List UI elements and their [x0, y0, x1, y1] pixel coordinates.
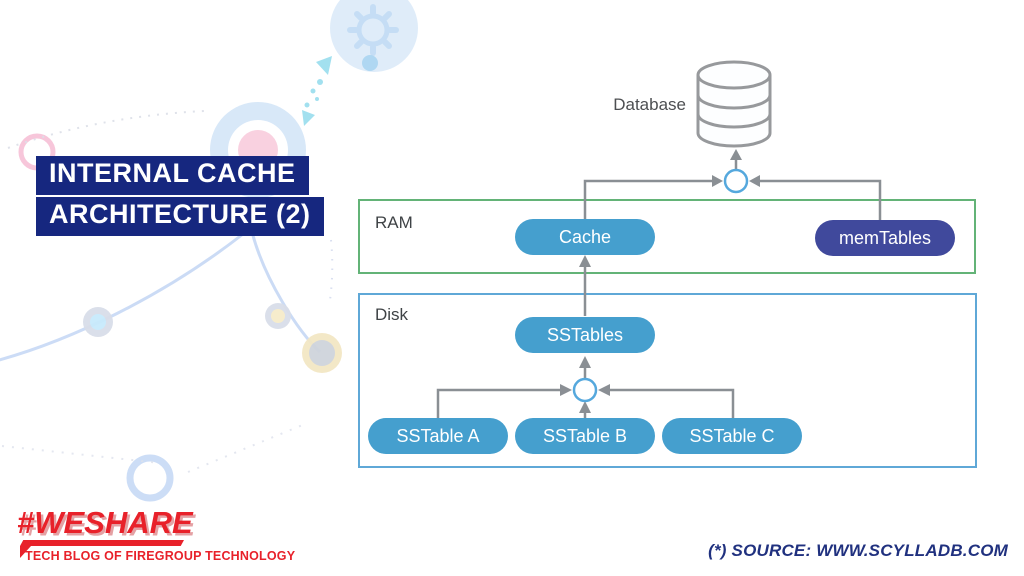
database-label: Database [613, 95, 686, 114]
source-note: (*) SOURCE: WWW.SCYLLADB.COM [708, 541, 1008, 560]
dotted-arrow-decoration [302, 56, 332, 126]
disk-zone-label: Disk [375, 305, 409, 324]
weshare-logo: #WESHARE [17, 505, 193, 540]
database-cylinder-icon [696, 60, 772, 148]
dotted-lines-decoration [1, 423, 306, 473]
gear-icon [330, 0, 418, 72]
network-curves-decoration [0, 231, 334, 362]
logo-underline-swoosh [20, 540, 184, 546]
merge-junction-node-top [723, 168, 749, 194]
dotted-arc-decoration [7, 110, 206, 149]
slide-title-line1: INTERNAL CACHE [36, 156, 309, 195]
logo-tagline: TECH BLOG OF FIREGROUP TECHNOLOGY [25, 549, 296, 563]
dot-decoration [362, 55, 378, 71]
sstable-a-node: SSTable A [368, 418, 508, 454]
cache-node: Cache [515, 219, 655, 255]
blue-ring-decoration [126, 454, 174, 502]
disk-zone-box [358, 293, 977, 468]
sstable-c-node: SSTable C [662, 418, 802, 454]
slide-title-line2: ARCHITECTURE (2) [36, 197, 324, 236]
logo-underline-tail [20, 546, 31, 558]
memtables-node: memTables [815, 220, 955, 256]
sstable-b-node: SSTable B [515, 418, 655, 454]
sstables-node: SSTables [515, 317, 655, 353]
network-nodes-decoration [83, 303, 342, 373]
ram-zone-label: RAM [375, 213, 413, 232]
